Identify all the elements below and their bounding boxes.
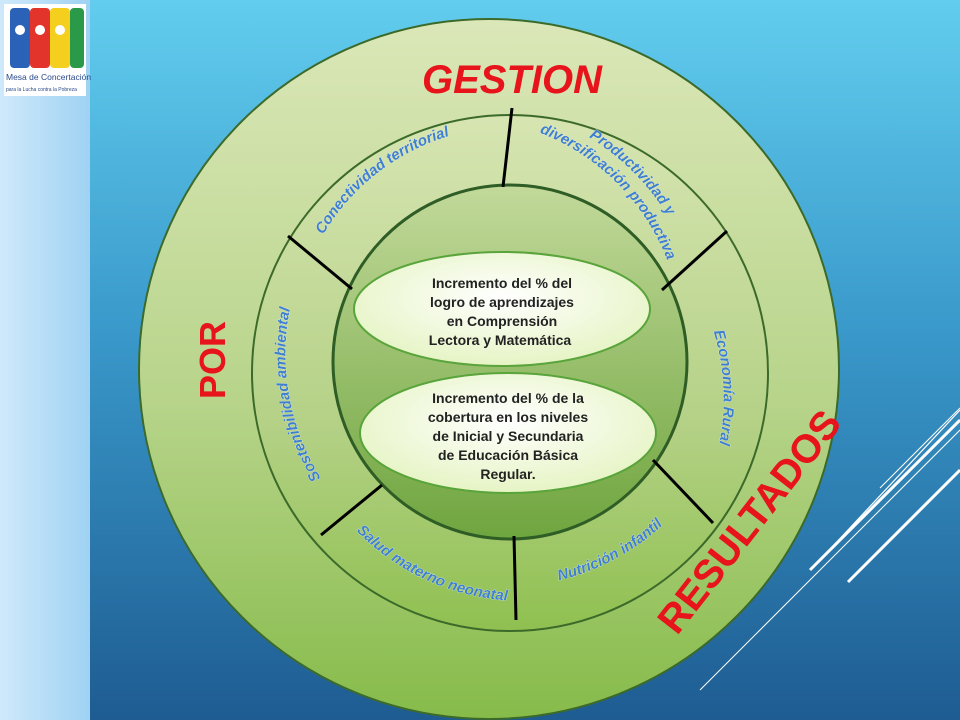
goal2-line2: cobertura en los niveles — [428, 409, 588, 425]
label-gestion: GESTION — [422, 58, 603, 102]
goal1-line4: Lectora y Matemática — [429, 332, 572, 348]
segment-dividers — [287, 107, 729, 621]
label-por: POR — [192, 321, 233, 399]
goal2-line1: Incremento del % de la — [432, 390, 584, 406]
goal2-line3: de Inicial y Secundaria — [433, 428, 584, 444]
decorative-lines — [699, 407, 960, 691]
logo: Mesa de Concertación para la Lucha contr… — [4, 4, 91, 96]
goal1-line1: Incremento del % del — [432, 275, 572, 291]
goal2-line4: de Educación Básica — [438, 447, 578, 463]
left-sidebar — [0, 0, 90, 720]
goal1-line2: logro de aprendizajes — [430, 294, 574, 310]
logo-subtitle: para la Lucha contra la Pobreza — [6, 87, 77, 93]
goal2-line5: Regular. — [480, 466, 535, 482]
goal-ellipse-2 — [359, 372, 657, 494]
goal-ellipse-1 — [353, 251, 651, 367]
goal1-line3: en Comprensión — [447, 313, 557, 329]
logo-title: Mesa de Concertación — [6, 72, 91, 82]
